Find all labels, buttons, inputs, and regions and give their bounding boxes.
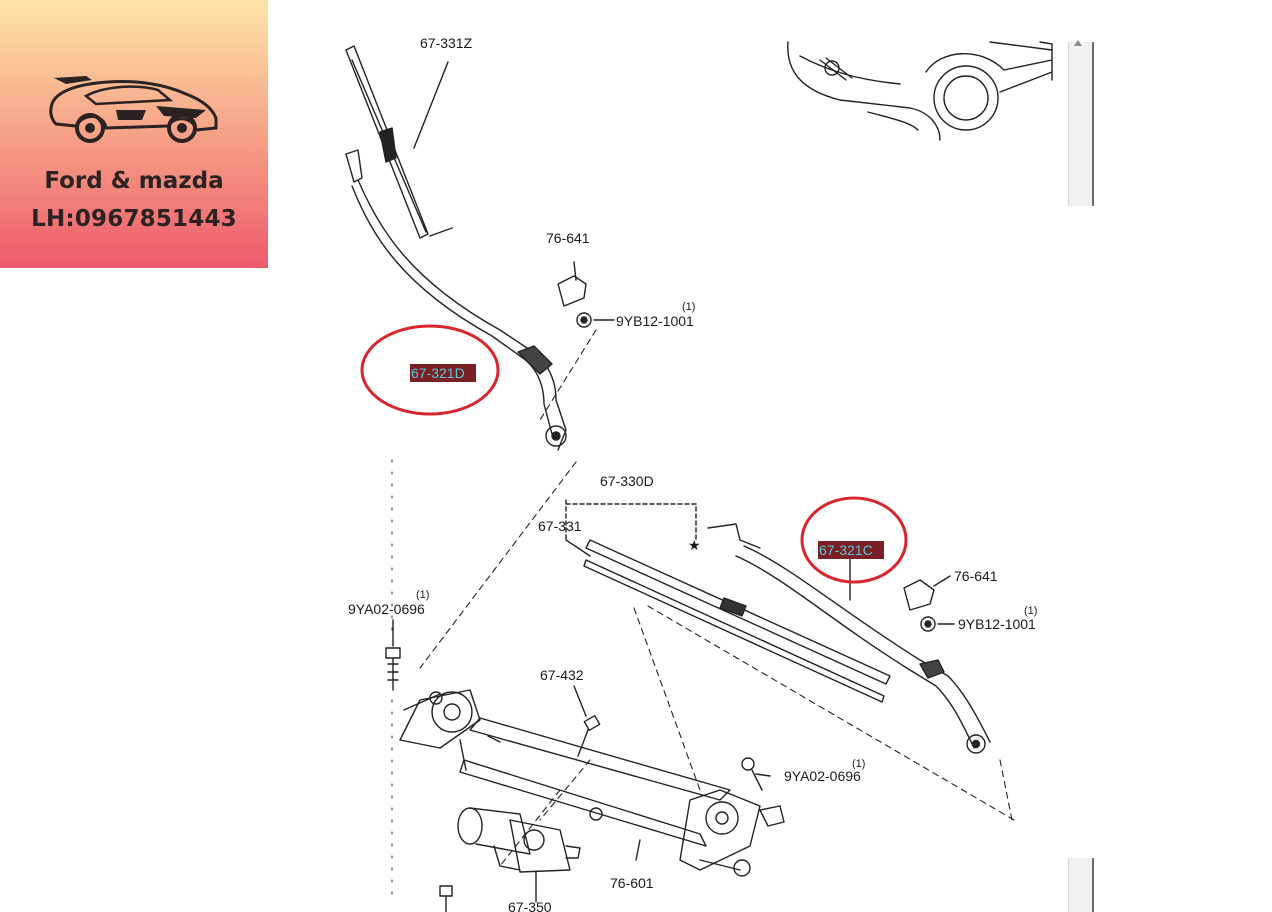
label-highlight-driver-arm (410, 364, 476, 382)
label-passenger-nut: 9YB12-1001 (958, 616, 1036, 632)
scrollbar-track-bottom[interactable] (1068, 858, 1094, 912)
passenger-nut (920, 616, 955, 632)
label-top-blade: 67-331Z (420, 35, 473, 51)
wiper-linkage (399, 689, 785, 877)
brand-name: Ford & mazda (44, 168, 224, 194)
front-nut (576, 312, 615, 328)
label-bolt-left-qty: (1) (416, 589, 429, 601)
wiper-motor (439, 807, 581, 912)
bolt-left (385, 619, 401, 691)
label-passenger-arm: 67-321C (819, 542, 873, 558)
label-motor: 67-350 (508, 899, 552, 912)
blade-set-bracket (565, 499, 697, 541)
label-front-cap: 76-641 (546, 230, 590, 246)
vehicle-front-illustration (787, 41, 1053, 141)
label-blade-set: 67-330D (600, 473, 654, 489)
label-bolt-left: 9YA02-0696 (348, 601, 425, 617)
label-linkage: 76-601 (610, 875, 654, 891)
marker-star: ★ (688, 537, 701, 553)
top-wiper-blade (345, 45, 453, 239)
label-front-nut: 9YB12-1001 (616, 313, 694, 329)
bolt-center (573, 685, 601, 757)
assembly-guide-lines (419, 329, 1015, 867)
highlight-circle-driver-arm (360, 324, 500, 416)
sports-car-icon (49, 76, 218, 143)
highlight-circle-passenger-arm (800, 496, 908, 584)
label-bolt-right-qty: (1) (852, 758, 865, 770)
bolt-right (741, 757, 771, 791)
scrollbar-track-top[interactable] (1068, 42, 1094, 206)
label-bolt-center: 67-432 (540, 667, 584, 683)
label-passenger-cap: 76-641 (954, 568, 998, 584)
label-front-nut-qty: (1) (682, 301, 695, 313)
label-bolt-right: 9YA02-0696 (784, 768, 861, 784)
front-nut-cap (557, 261, 587, 307)
label-highlight-passenger-arm (818, 541, 884, 559)
label-passenger-nut-qty: (1) (1024, 605, 1037, 617)
passenger-nut-cap (903, 575, 951, 611)
passenger-wiper-blade (565, 539, 891, 703)
driver-wiper-arm (345, 149, 567, 451)
brand-logo-panel: Ford & mazda LH:0967851443 (0, 0, 268, 268)
label-driver-arm: 67-321D (411, 365, 465, 381)
passenger-wiper-arm (707, 523, 991, 754)
scroll-up-arrow-icon[interactable] (1074, 40, 1082, 46)
brand-phone: LH:0967851443 (31, 206, 237, 232)
label-blade-rubber: 67-331 (538, 518, 582, 534)
